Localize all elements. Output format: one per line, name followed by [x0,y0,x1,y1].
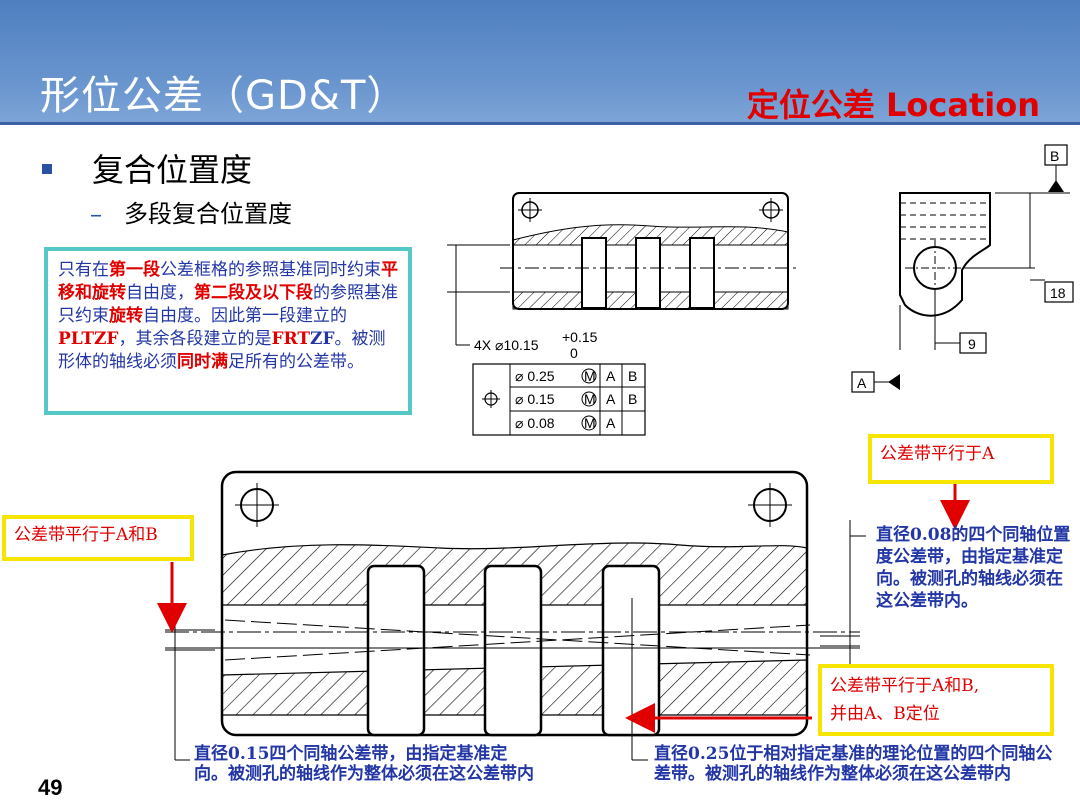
note-highlight: PLTZF [58,329,119,349]
note-text: ZF [310,329,335,349]
fcf-row1-d2: B [628,368,637,384]
bullet-dash-icon: – [90,200,102,228]
callout-text: 公差带平行于A和B [14,525,158,545]
note-highlight: 平移和旋转 [58,260,398,303]
top-part-section [447,192,800,346]
dim-9-label: 9 [968,336,976,352]
note-text: 自由度。因此第一段建立的 [143,306,347,326]
note-highlight: 同时满 [177,352,228,372]
note-highlight: 第一段 [109,260,160,280]
fcf-row2-tol: ⌀ 0.15 [515,391,555,407]
note-text: 自由度， [126,283,194,303]
note-bottom-left: 直径0.15四个同轴公差带，由指定基准定向。被测孔的轴线作为整体必须在这公差带内 [194,744,534,784]
dim-18-label: 18 [1050,285,1066,301]
fcf-row3-mod: M [584,415,596,431]
note-highlight: 旋转 [109,306,143,326]
page-number: 49 [38,775,63,800]
note-text: 足所有的公差带。 [228,352,364,372]
callout-text: 并由A、B定位 [830,704,940,724]
explanation-box: 只有在第一段公差框格的参照基准同时约束平移和旋转自由度，第二段及以下段的参照基准… [44,247,412,415]
note-bottom-right: 直径0.25位于相对指定基准的理论位置的四个同轴公差带。被测孔的轴线作为整体必须… [654,744,1053,784]
fcf-row2-mod: M [584,391,596,407]
fcf-row1-d1: A [606,368,616,384]
bullet-level2: –多段复合位置度 [90,198,292,230]
callout-text: 公差带平行于A [880,444,995,464]
slide-header [0,0,1080,125]
bullet-level1-text: 复合位置度 [92,151,253,189]
callout-parallel-ab-left: 公差带平行于A和B [2,515,194,561]
callout-parallel-ab-right: 公差带平行于A和B, 并由A、B定位 [818,664,1054,736]
note-text: 。被测形体的轴线必须 [58,329,386,372]
note-highlight: 第二段及以下段 [194,283,313,303]
side-view [851,144,1074,393]
fcf-row2-d2: B [628,391,637,407]
bullet-square-icon [42,163,52,174]
fcf-row1-tol: ⌀ 0.25 [515,368,555,384]
note-right: 直径0.08的四个同轴位置度公差带，由指定基准定向。被测孔的轴线必须在这公差带内… [876,525,1071,611]
note-highlight: FRT [271,329,311,349]
fcf-row3-tol: ⌀ 0.08 [515,415,555,431]
slide-title: 形位公差（GD&T） [40,73,408,119]
bullet-level1: 复合位置度 [42,150,252,190]
note-text: 的参照基准只约束 [58,283,398,326]
note-text: 公差框格的参照基准同时约束 [160,260,381,280]
bullet-level2-text: 多段复合位置度 [124,200,292,228]
fcf-row3-d1: A [606,415,616,431]
fcf-row2-d1: A [606,391,616,407]
note-text: 只有在 [58,260,109,280]
callout-text: 公差带平行于A和B, [830,676,980,696]
tolerance-zero: 0 [570,345,578,361]
tolerance-plus: +0.15 [562,329,598,345]
header-divider [0,122,1080,125]
fcf-row1-mod: M [584,368,596,384]
hole-size-callout: 4X ⌀10.15 [474,337,539,353]
datum-b-label: B [1050,148,1059,164]
bottom-part-section [165,470,866,761]
feature-control-frame [472,363,646,436]
note-text: ，其余各段建立的是 [118,329,272,349]
datum-a-label: A [857,375,867,391]
slide-subtitle: 定位公差 Location [746,86,1040,124]
callout-parallel-a: 公差带平行于A [868,434,1054,484]
